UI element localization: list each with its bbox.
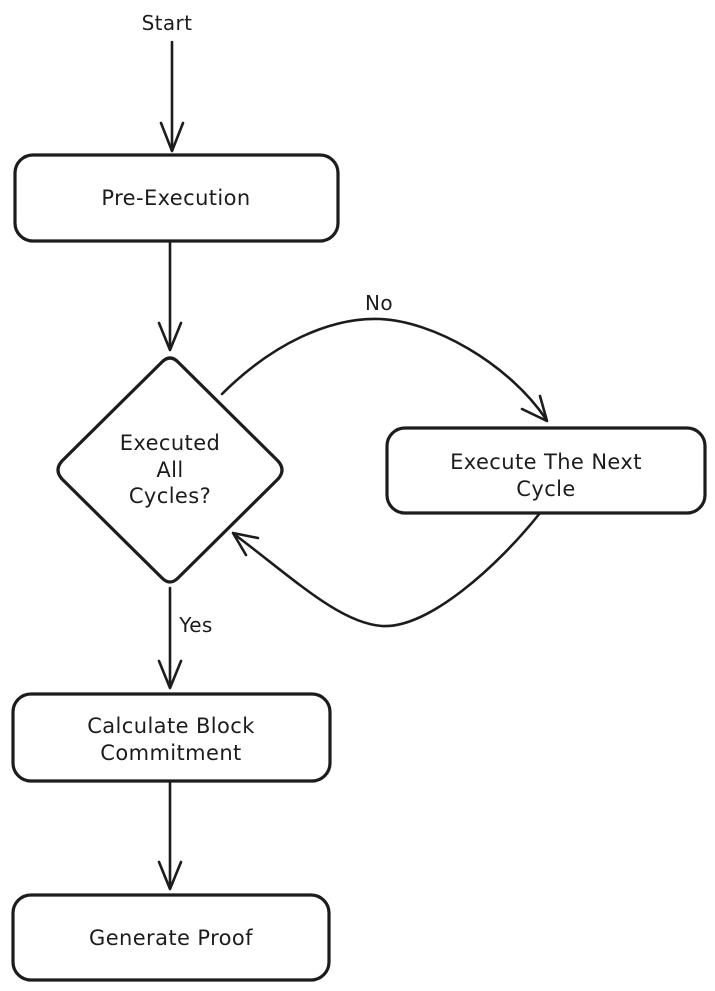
node-label: Generate Proof bbox=[89, 926, 253, 950]
node-label: Pre-Execution bbox=[101, 186, 250, 210]
decision-diamond bbox=[56, 356, 284, 584]
node-label-line2: All bbox=[156, 458, 183, 482]
no-edge-label: No bbox=[365, 291, 393, 315]
yes-edge-label: Yes bbox=[178, 613, 213, 637]
edge-curve bbox=[232, 511, 542, 628]
edge-calculate-to-generate bbox=[157, 781, 183, 891]
edge-pre-execution-to-decision bbox=[157, 241, 183, 352]
edge-yes-decision-to-calculate: Yes bbox=[157, 586, 213, 690]
process-box bbox=[11, 692, 332, 783]
node-label-line2: Cycle bbox=[516, 477, 575, 501]
arrowhead-icon bbox=[231, 531, 260, 557]
edge-curve bbox=[220, 317, 548, 421]
start-label: Start bbox=[142, 11, 193, 35]
node-calculate-block-commitment: Calculate Block Commitment bbox=[11, 692, 332, 783]
node-label-line1: Calculate Block bbox=[87, 714, 255, 738]
process-box bbox=[385, 426, 707, 515]
arrowhead-down-icon bbox=[157, 659, 183, 690]
process-box bbox=[11, 893, 331, 982]
node-generate-proof: Generate Proof bbox=[11, 893, 331, 982]
node-executed-all-cycles: Executed All Cycles? bbox=[56, 356, 284, 584]
edge-execute-back-to-decision bbox=[231, 511, 542, 628]
arrowhead-down-icon bbox=[157, 321, 183, 352]
edge-no-decision-to-execute: No bbox=[220, 291, 549, 423]
node-label-line3: Cycles? bbox=[129, 484, 211, 508]
node-label-line1: Executed bbox=[120, 431, 221, 455]
arrowhead-down-icon bbox=[157, 860, 183, 891]
node-label-line2: Commitment bbox=[100, 741, 241, 765]
node-execute-the-next-cycle: Execute The Next Cycle bbox=[385, 426, 707, 515]
node-label-line1: Execute The Next bbox=[450, 450, 642, 474]
process-box bbox=[13, 153, 340, 243]
arrowhead-down-icon bbox=[159, 121, 185, 153]
edge-start-to-pre-execution bbox=[159, 40, 185, 153]
node-pre-execution: Pre-Execution bbox=[13, 153, 340, 243]
arrowhead-icon bbox=[520, 394, 549, 423]
